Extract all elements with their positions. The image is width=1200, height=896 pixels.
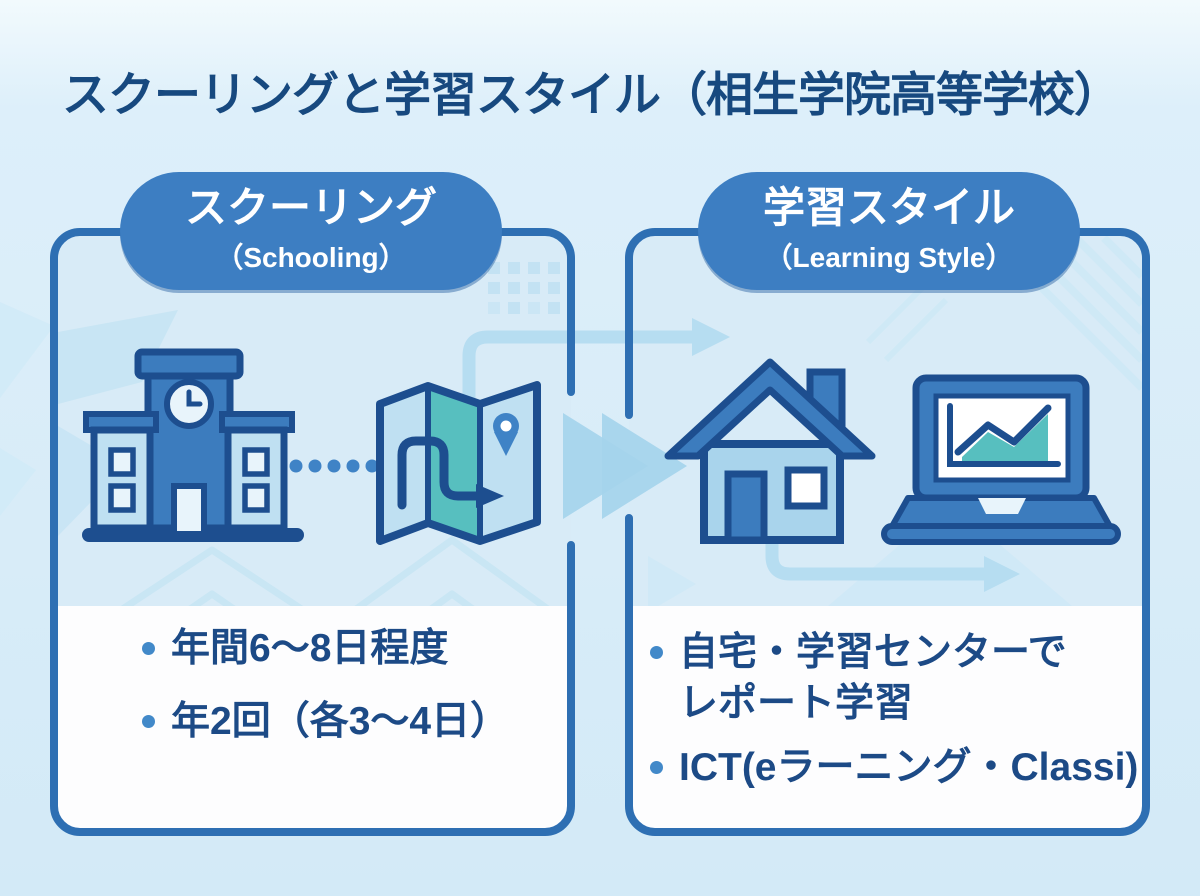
bullet-icon bbox=[650, 761, 663, 775]
laptop-chart-icon bbox=[881, 374, 1121, 545]
learning-style-header-pill: 学習スタイル （Learning Style） bbox=[698, 172, 1080, 290]
schooling-card-bottom bbox=[58, 606, 567, 828]
learning-style-card-border bbox=[625, 228, 1150, 836]
bullet-text: 年2回（各3〜4日） bbox=[171, 699, 510, 743]
list-item: 自宅・学習センターで レポート学習 bbox=[650, 628, 1140, 729]
dotted-connector bbox=[289, 459, 379, 473]
schooling-header-label: スクーリング bbox=[184, 184, 437, 232]
background-decor-left bbox=[0, 302, 54, 516]
house-icon bbox=[664, 358, 876, 544]
schooling-bullet-list: 年間6〜8日程度 年2回（各3〜4日） bbox=[142, 624, 562, 747]
bullet-text: 自宅・学習センターで レポート学習 bbox=[679, 631, 1067, 725]
bullet-icon bbox=[142, 642, 155, 655]
learning-style-header-label: 学習スタイル bbox=[762, 184, 1015, 232]
learning-style-card-bottom bbox=[633, 606, 1142, 828]
page-title: スクーリングと学習スタイル（相生学院高等学校） bbox=[62, 68, 1121, 121]
schooling-header-pill: スクーリング （Schooling） bbox=[120, 172, 502, 290]
list-item: 年2回（各3〜4日） bbox=[142, 697, 562, 748]
flow-arrow-double bbox=[563, 413, 687, 519]
list-item: ICT(eラーニング・Classi) bbox=[650, 743, 1140, 794]
flow-arrow-bottom bbox=[765, 525, 1020, 592]
schooling-header-sublabel: （Schooling） bbox=[215, 241, 407, 273]
bullet-text: ICT(eラーニング・Classi) bbox=[679, 746, 1139, 790]
schooling-card-border bbox=[50, 228, 575, 836]
bullet-text: 年間6〜8日程度 bbox=[171, 627, 449, 670]
route-map-icon bbox=[376, 381, 541, 545]
school-building-icon bbox=[82, 348, 304, 542]
learning-style-bullet-list: 自宅・学習センターで レポート学習 ICT(eラーニング・Classi) bbox=[650, 628, 1140, 794]
list-item: 年間6〜8日程度 bbox=[142, 624, 562, 675]
learning-style-header-sublabel: （Learning Style） bbox=[764, 241, 1014, 273]
bullet-icon bbox=[650, 646, 663, 659]
bullet-icon bbox=[142, 714, 155, 728]
flow-arrow-top bbox=[462, 318, 730, 411]
